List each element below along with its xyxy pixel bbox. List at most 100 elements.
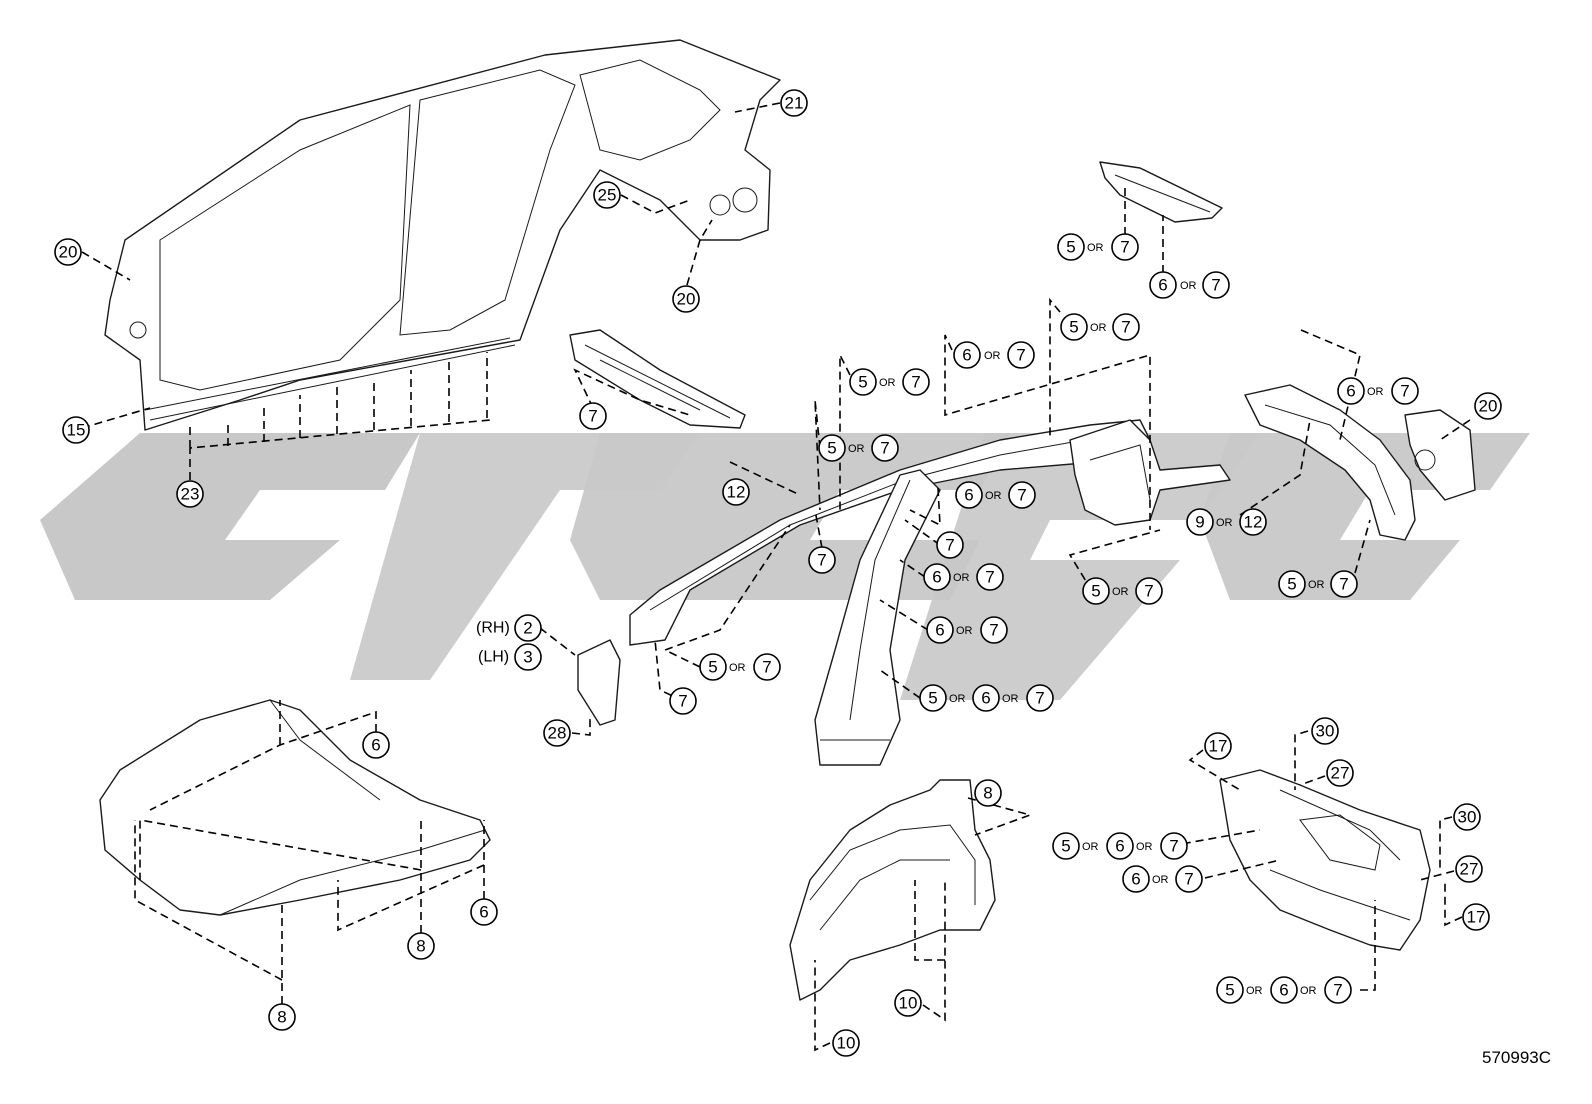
callout-group-5-or-7: 5 OR 7 (818, 434, 899, 462)
svg-text:(LH): (LH) (478, 649, 509, 666)
svg-text:OR: OR (953, 572, 970, 584)
svg-text:6: 6 (981, 689, 990, 708)
center-pillar (814, 469, 941, 766)
callout-group-6-or-7: 6 OR 7 (1149, 271, 1230, 299)
svg-text:6: 6 (371, 736, 380, 755)
svg-text:10: 10 (837, 1034, 856, 1053)
callout-group-6-or-7: 6 OR 7 (926, 616, 1008, 644)
svg-text:OR: OR (1087, 242, 1104, 254)
svg-text:6: 6 (1115, 837, 1124, 856)
callout-group-6-or-7: 6 OR 7 (953, 341, 1035, 369)
svg-text:3: 3 (523, 648, 532, 667)
svg-text:7: 7 (985, 568, 994, 587)
svg-text:30: 30 (1316, 722, 1335, 741)
callout-8: 8 (974, 779, 1002, 807)
svg-text:OR: OR (1112, 586, 1129, 598)
callout-30: 30 (1453, 803, 1481, 831)
svg-text:6: 6 (1346, 382, 1355, 401)
svg-text:OR: OR (729, 662, 746, 674)
svg-text:6: 6 (962, 346, 971, 365)
svg-text:10: 10 (899, 994, 918, 1013)
callout-15: 15 (62, 416, 90, 444)
callout-group-5-or-7: 5 OR 7 (1060, 313, 1140, 341)
callout-25: 25 (593, 181, 621, 209)
callout-rh-2: (RH) 2 (476, 614, 542, 642)
callout-7: 7 (808, 546, 836, 574)
svg-text:20: 20 (677, 290, 696, 309)
callout-group-9-or-12: 9 OR 12 (1186, 508, 1267, 536)
watermark-logo (40, 433, 1530, 700)
callout-group-5-or-7: 5 OR 7 (699, 653, 781, 681)
callout-group-6-or-7: 6 OR 7 (1337, 377, 1419, 405)
callout-7: 7 (936, 531, 964, 559)
callout-group-5-or-7: 5 OR 7 (1278, 570, 1358, 598)
svg-text:7: 7 (762, 658, 771, 677)
callout-group-5-or-6-or-7: 5 OR 6 OR 7 (1052, 832, 1188, 860)
svg-text:17: 17 (1209, 737, 1228, 756)
callout-lh-3: (LH) 3 (478, 643, 542, 671)
callout-27: 27 (1455, 855, 1483, 883)
svg-text:5: 5 (708, 658, 717, 677)
svg-text:6: 6 (932, 568, 941, 587)
svg-text:7: 7 (945, 536, 954, 555)
rear-pillar-bracket (1069, 419, 1231, 526)
svg-text:7: 7 (1120, 238, 1129, 257)
rear-wheelhouse-outer (1244, 384, 1476, 541)
callout-8: 8 (407, 932, 435, 960)
svg-text:OR: OR (984, 350, 1001, 362)
body-side-outer-panel (104, 39, 781, 431)
front-wheel-apron (789, 779, 996, 1001)
svg-text:7: 7 (911, 373, 920, 392)
svg-text:5: 5 (858, 373, 867, 392)
svg-text:5: 5 (1069, 318, 1078, 337)
svg-text:5: 5 (1225, 981, 1234, 1000)
cowl-reinforcement (569, 329, 746, 429)
svg-text:7: 7 (989, 621, 998, 640)
svg-text:8: 8 (277, 1008, 286, 1027)
callout-group-5-or-7: 5 OR 7 (1057, 233, 1139, 261)
svg-text:21: 21 (785, 94, 804, 113)
svg-text:7: 7 (1169, 837, 1178, 856)
callout-6: 6 (362, 731, 390, 759)
callout-7: 7 (579, 402, 607, 430)
callout-28: 28 (543, 719, 571, 747)
svg-text:15: 15 (67, 421, 86, 440)
callout-group-6-or-7: 6 OR 7 (1122, 865, 1203, 893)
callout-23: 23 (176, 480, 204, 508)
svg-text:6: 6 (479, 903, 488, 922)
callout-group-6-or-7: 6 OR 7 (923, 563, 1004, 591)
svg-text:5: 5 (1287, 575, 1296, 594)
callout-21: 21 (780, 89, 808, 117)
svg-text:OR: OR (1002, 693, 1019, 705)
svg-text:OR: OR (1246, 985, 1263, 997)
svg-text:7: 7 (1121, 318, 1130, 337)
svg-text:8: 8 (416, 937, 425, 956)
svg-text:5: 5 (1066, 238, 1075, 257)
callout-12: 12 (722, 478, 750, 506)
figure-reference-number: 570993C (1482, 1048, 1551, 1067)
svg-text:7: 7 (1211, 276, 1220, 295)
svg-text:6: 6 (935, 621, 944, 640)
svg-text:OR: OR (879, 377, 896, 389)
svg-text:7: 7 (588, 407, 597, 426)
svg-text:OR: OR (956, 625, 973, 637)
callout-group-6-or-7: 6 OR 7 (955, 481, 1036, 509)
svg-text:OR: OR (1082, 841, 1099, 853)
svg-text:7: 7 (1016, 346, 1025, 365)
svg-text:7: 7 (817, 551, 826, 570)
svg-text:OR: OR (1216, 517, 1233, 529)
callout-group-5-or-6-or-7: 5 OR 6 OR 7 (1216, 976, 1352, 1004)
svg-text:5: 5 (1061, 837, 1070, 856)
svg-text:OR: OR (1180, 280, 1197, 292)
svg-text:30: 30 (1458, 808, 1477, 827)
callout-8: 8 (268, 1003, 296, 1031)
svg-text:27: 27 (1460, 860, 1479, 879)
back-panel (1219, 769, 1431, 951)
callout-30: 30 (1311, 717, 1339, 745)
svg-text:8: 8 (983, 784, 992, 803)
callout-10: 10 (832, 1029, 860, 1057)
callout-10: 10 (894, 989, 922, 1017)
svg-text:12: 12 (727, 483, 746, 502)
callout-7: 7 (669, 687, 697, 715)
svg-text:7: 7 (1017, 486, 1026, 505)
